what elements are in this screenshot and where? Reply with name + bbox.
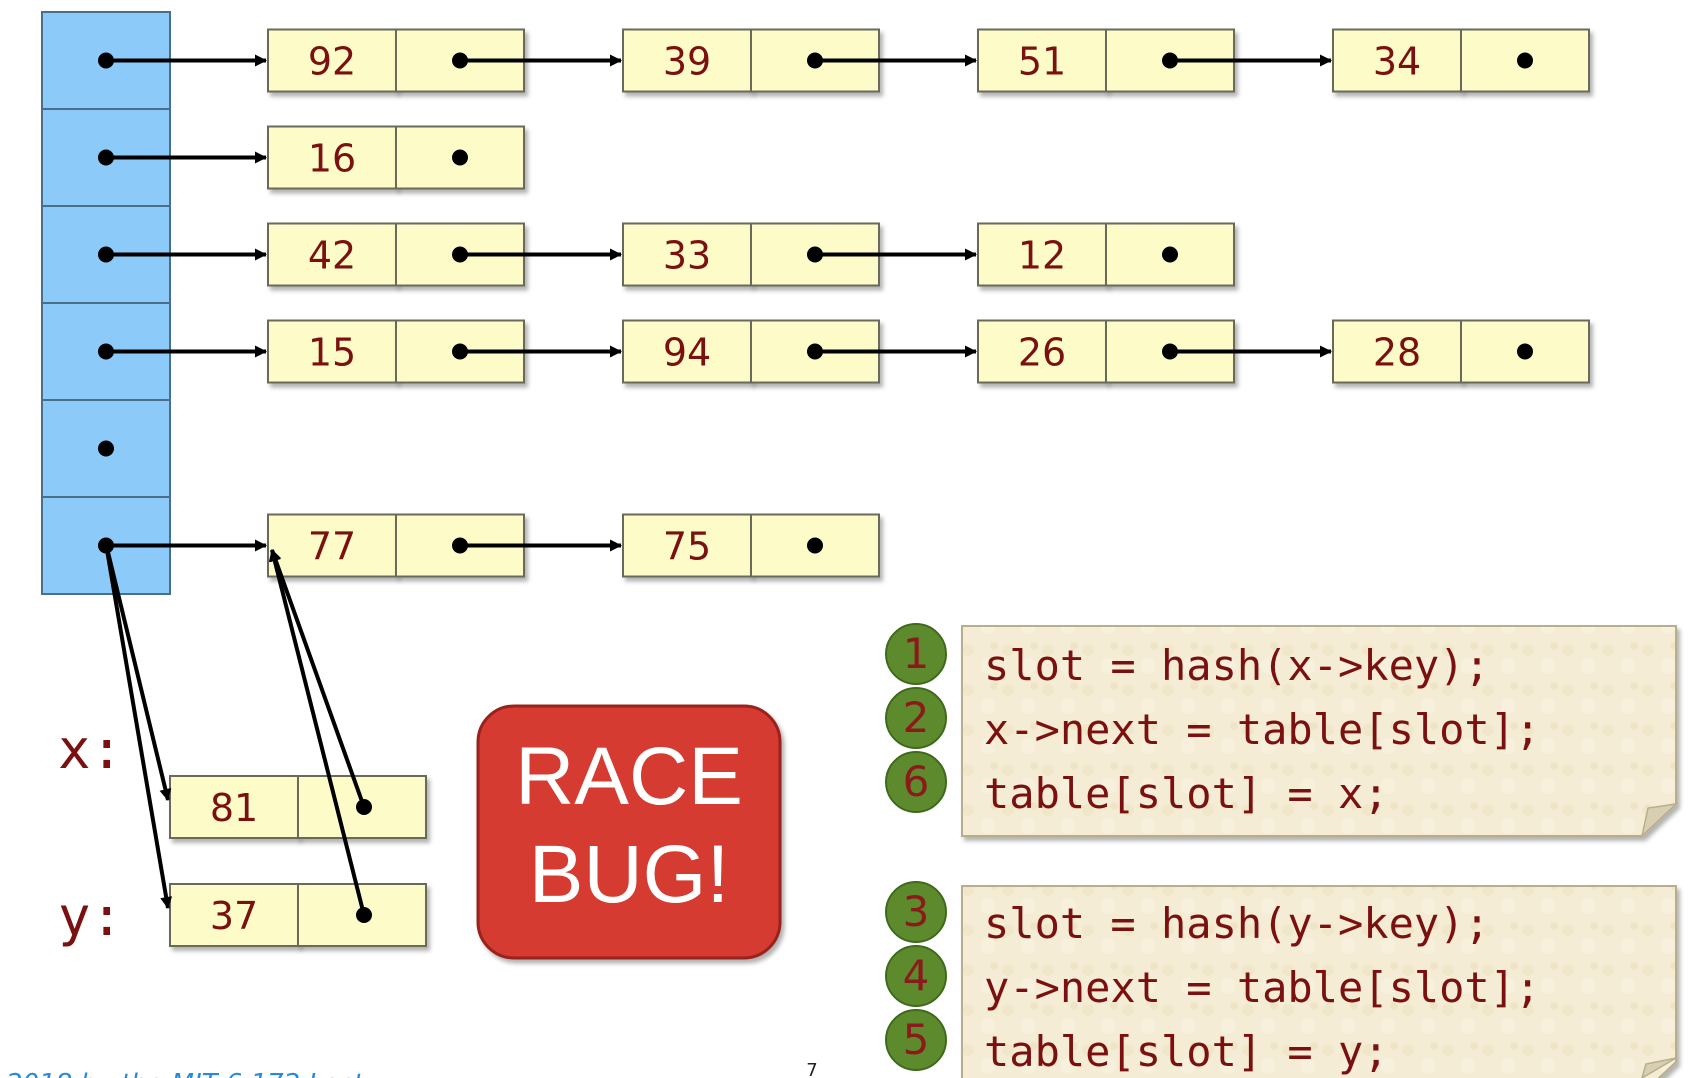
- node-next-dot: [452, 149, 468, 166]
- y-node-key-cell: [169, 883, 299, 947]
- x-node-key-cell: [169, 775, 299, 839]
- step-badge-3: [885, 881, 947, 943]
- bucket-pointer-dot: [98, 440, 114, 457]
- code-line: table[slot] = x;: [984, 769, 1389, 818]
- step-badge-1: [885, 623, 947, 685]
- step-number: 5: [903, 1015, 930, 1064]
- node-key: 75: [663, 525, 711, 569]
- node-key-cell: [267, 125, 397, 190]
- node-next-dot: [1517, 52, 1533, 69]
- step-badge-6: [885, 751, 947, 813]
- page-number: 7: [806, 1060, 817, 1078]
- node-key: 16: [308, 137, 356, 181]
- step-number: 3: [903, 887, 930, 936]
- race-pointers: [104, 543, 366, 916]
- step-number: 1: [903, 629, 930, 678]
- list-node: 26: [977, 319, 1235, 384]
- x-node-key: 81: [210, 786, 258, 830]
- node-key: 33: [663, 234, 711, 278]
- node-key-cell: [977, 319, 1107, 384]
- node-key: 12: [1018, 234, 1066, 278]
- y-variable: y: 37: [58, 883, 427, 948]
- code-line: slot = hash(y->key);: [984, 899, 1490, 948]
- step-badge-2: [885, 687, 947, 749]
- bucket-to-x-arrow: [104, 543, 172, 801]
- node-key-cell: [267, 222, 397, 287]
- code-note-y-paper: [961, 885, 1677, 1078]
- node-key: 51: [1018, 40, 1066, 84]
- node-key: 39: [663, 40, 711, 84]
- list-node: 75: [622, 513, 880, 578]
- x-next-to-77-arrow: [270, 549, 366, 808]
- y-node-key: 37: [210, 894, 258, 938]
- node-next-dot: [807, 537, 823, 554]
- code-line: y->next = table[slot];: [984, 963, 1540, 1012]
- list-node: 28: [1332, 319, 1590, 384]
- node-key: 34: [1373, 40, 1421, 84]
- race-bug-line1: RACE: [515, 731, 743, 822]
- node-key: 77: [308, 525, 356, 569]
- node-key-cell: [977, 28, 1107, 93]
- node-key-cell: [267, 513, 397, 578]
- step-badge-4: [885, 945, 947, 1007]
- node-next-dot: [1162, 246, 1178, 263]
- y-next-to-77-arrow: [268, 549, 366, 916]
- list-node: 94: [622, 319, 880, 384]
- code-note-y: 3 slot = hash(y->key); 4 y->next = table[sl…: [885, 881, 1677, 1078]
- list-node: 16: [267, 125, 525, 190]
- race-bug-badge: RACE BUG!: [476, 704, 782, 960]
- node-key: 42: [308, 234, 356, 278]
- x-variable: x: 81: [58, 718, 427, 839]
- list-node: 33: [622, 222, 880, 287]
- step-badge-5: [885, 1009, 947, 1071]
- y-label: y:: [58, 885, 123, 948]
- list-node: 34: [1332, 28, 1590, 93]
- list-node: 77: [267, 513, 525, 578]
- node-key-cell: [1332, 28, 1462, 93]
- node-next-cell: [1105, 222, 1235, 287]
- bucket-to-y-arrow: [104, 543, 173, 909]
- list-node: 12: [977, 222, 1235, 287]
- node-next-dot: [1517, 343, 1533, 360]
- node-key-cell: [622, 222, 752, 287]
- race-bug-box: [476, 704, 782, 960]
- code-note-x: 1 slot = hash(x->key); 2 x->next = table[sl…: [885, 623, 1679, 839]
- x-label: x:: [58, 718, 123, 781]
- code-line: table[slot] = y;: [984, 1027, 1389, 1076]
- node-key: 26: [1018, 331, 1066, 375]
- step-number: 4: [903, 951, 930, 1000]
- node-key: 28: [1373, 331, 1421, 375]
- node-key-cell: [1332, 319, 1462, 384]
- code-line: slot = hash(x->key);: [984, 641, 1490, 690]
- node-key-cell: [977, 222, 1107, 287]
- step-number: 2: [903, 693, 930, 742]
- step-number: 6: [903, 757, 930, 806]
- code-note-y-curl: [1641, 1057, 1677, 1078]
- footer-credit: 2018 by the MIT 6.172 Lect: [6, 1069, 364, 1078]
- node-key: 92: [308, 40, 356, 84]
- linked-lists: 92 39 51 34 16 42 33 12 15 94 26 28 77 75: [106, 28, 1590, 578]
- code-line: x->next = table[slot];: [984, 705, 1540, 754]
- node-key: 15: [308, 331, 356, 375]
- code-note-x-curl: [1640, 802, 1679, 839]
- bucket-array: [41, 11, 171, 595]
- node-key-cell: [622, 319, 752, 384]
- node-key: 94: [663, 331, 711, 375]
- race-bug-line2: BUG!: [529, 829, 729, 920]
